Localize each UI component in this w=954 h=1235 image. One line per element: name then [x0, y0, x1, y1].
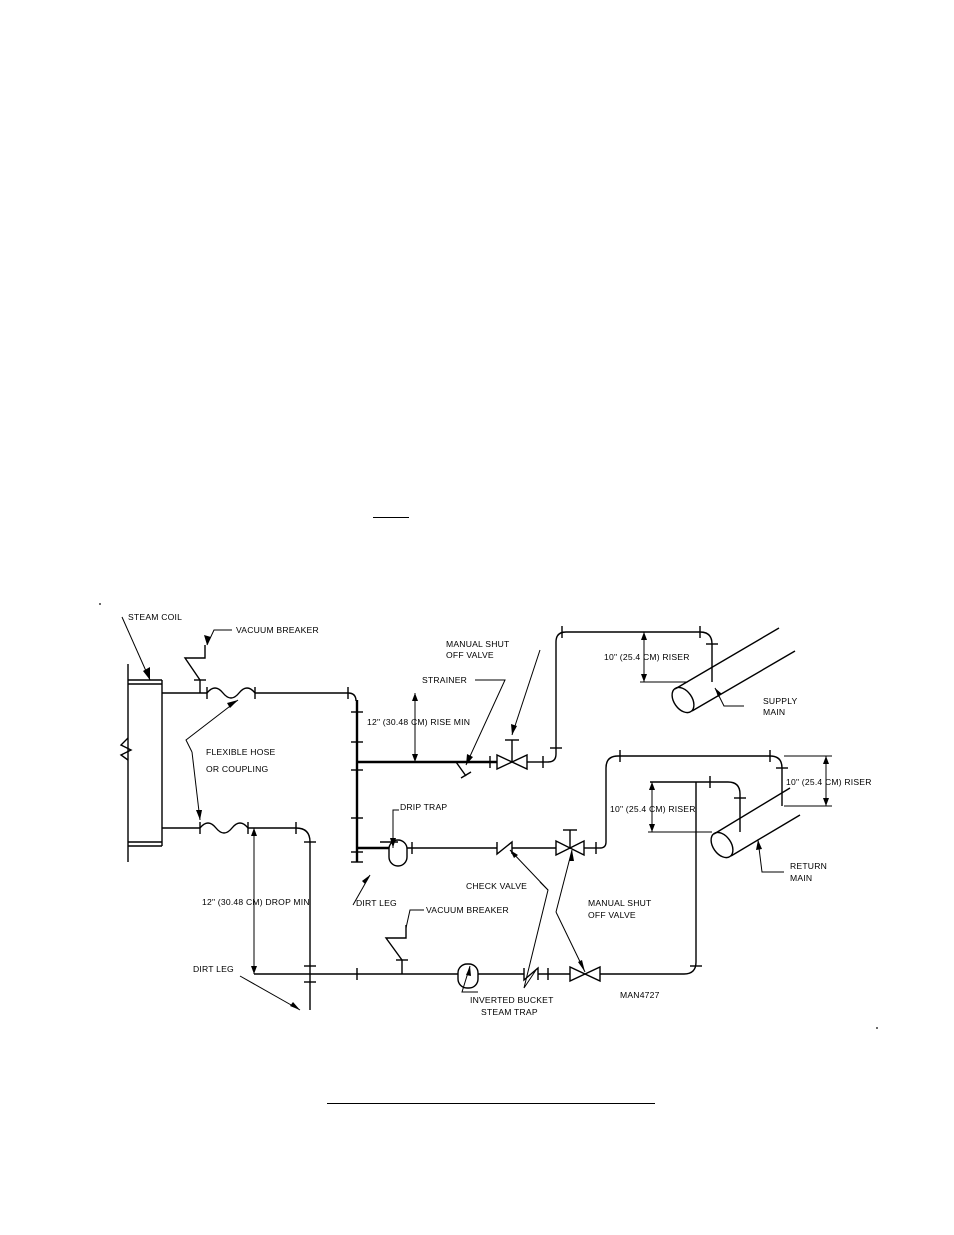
label-supply-riser: 10" (25.4 CM) RISER [604, 652, 690, 662]
label-vacuum-breaker-bottom: VACUUM BREAKER [426, 905, 509, 915]
label-strainer: STRAINER [422, 675, 467, 685]
label-supply-main-2: MAIN [763, 707, 785, 717]
label-inverted-bucket-2: STEAM TRAP [481, 1007, 538, 1017]
label-manual-shut-off-bottom-1: MANUAL SHUT [588, 898, 652, 908]
label-drop-min: 12" (30.48 CM) DROP MIN [202, 897, 310, 907]
label-dirt-leg-right: DIRT LEG [356, 898, 397, 908]
label-supply-main-1: SUPPLY [763, 696, 798, 706]
coil-supply-pipe [162, 687, 357, 702]
label-drawing-number: MAN4727 [620, 990, 660, 1000]
return-riser-right-dimension [784, 755, 832, 807]
return-riser-left [648, 776, 746, 833]
drip-trap-branch [357, 750, 788, 867]
diagram-labels: STEAM COIL VACUUM BREAKER MANUAL SHUT OF… [128, 612, 872, 1017]
coil-bottom-pipe [162, 822, 316, 1010]
leader-lines [121, 616, 784, 1011]
strainer-branch [357, 756, 497, 779]
short-rule-top [373, 517, 409, 518]
label-check-valve: CHECK VALVE [466, 881, 527, 891]
manual-shut-off-valve-top [496, 626, 718, 771]
label-return-main-1: RETURN [790, 861, 827, 871]
label-manual-shut-off-top-1: MANUAL SHUT [446, 639, 510, 649]
label-inverted-bucket-1: INVERTED BUCKET [470, 995, 554, 1005]
label-drip-trap: DRIP TRAP [400, 802, 447, 812]
supply-main [671, 627, 796, 714]
rise-min-dimension [412, 693, 418, 762]
label-vacuum-breaker-top: VACUUM BREAKER [236, 625, 319, 635]
label-return-riser-right: 10" (25.4 CM) RISER [786, 777, 872, 787]
label-return-main-2: MAIN [790, 873, 812, 883]
riser-header [351, 700, 363, 863]
return-main [710, 787, 801, 859]
vacuum-breaker-top [183, 645, 206, 693]
supply-riser-dimension [640, 632, 688, 683]
label-rise-min: 12" (30.48 CM) RISE MIN [367, 717, 470, 727]
label-return-riser-left: 10" (25.4 CM) RISER [610, 804, 696, 814]
label-flexible-hose-2: OR COUPLING [206, 764, 268, 774]
drop-min-dimension [251, 828, 257, 974]
label-dirt-leg-left: DIRT LEG [193, 964, 234, 974]
bottom-return-run [254, 782, 702, 989]
speck-left [99, 603, 101, 605]
speck-right [876, 1027, 878, 1029]
label-flexible-hose-1: FLEXIBLE HOSE [206, 747, 276, 757]
caption-rule-bottom [327, 1103, 655, 1104]
label-manual-shut-off-top-2: OFF VALVE [446, 650, 494, 660]
label-steam-coil: STEAM COIL [128, 612, 182, 622]
label-manual-shut-off-bottom-2: OFF VALVE [588, 910, 636, 920]
steam-coil [119, 664, 163, 862]
